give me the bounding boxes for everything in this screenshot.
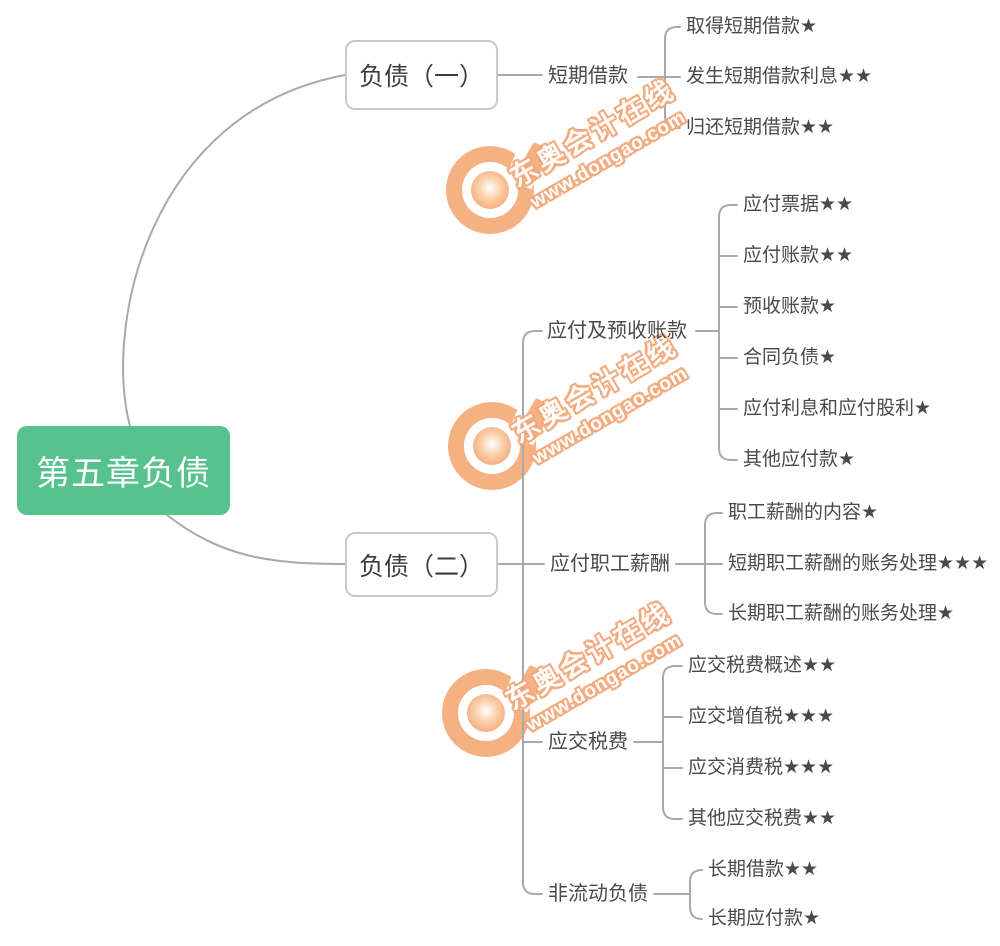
leaf-node[interactable]: 发生短期借款利息★★ [686,66,873,87]
leaf-node[interactable]: 应付账款★★ [743,245,854,266]
leaf-node[interactable]: 预收账款★ [743,296,837,317]
leaf-node[interactable]: 应交税费概述★★ [688,655,837,676]
leaf-node[interactable]: 长期应付款★ [708,908,821,929]
root-branch-curves [122,74,346,565]
branch-node-liabilities-2[interactable]: 负债（二） [345,532,498,597]
leaf-node[interactable]: 其他应交税费★★ [688,808,837,829]
leaf-node[interactable]: 其他应付款★ [743,449,856,470]
leaf-node[interactable]: 合同负债★ [743,347,837,368]
branch-node-liabilities-1[interactable]: 负债（一） [345,40,498,110]
branch2-connectors [497,204,738,920]
leaf-node[interactable]: 长期借款★★ [708,859,819,880]
leaf-node[interactable]: 短期职工薪酬的账务处理★★★ [728,553,989,574]
root-node-chapter5-liabilities[interactable]: 第五章负债 [17,426,230,515]
topic-payables-and-advances[interactable]: 应付及预收账款 [547,320,687,342]
topic-employee-compensation[interactable]: 应付职工薪酬 [550,553,670,575]
branch1-connectors [497,26,681,129]
dongao-logo-icon [446,141,553,234]
dongao-logo-icon [448,397,555,490]
leaf-node[interactable]: 应付利息和应付股利★ [743,398,932,419]
leaf-node[interactable]: 长期职工薪酬的账务处理★ [728,603,955,624]
leaf-node[interactable]: 取得短期借款★ [686,16,818,37]
dongao-logo-icon [442,664,549,757]
leaf-node[interactable]: 归还短期借款★★ [686,117,835,138]
leaf-node[interactable]: 应付票据★★ [743,194,854,215]
topic-taxes-payable[interactable]: 应交税费 [548,731,628,753]
topic-short-term-loans[interactable]: 短期借款 [548,65,628,87]
leaf-node[interactable]: 应交增值税★★★ [688,706,835,727]
leaf-node[interactable]: 职工薪酬的内容★ [728,502,879,523]
leaf-node[interactable]: 应交消费税★★★ [688,757,835,778]
topic-non-current-liabilities[interactable]: 非流动负债 [548,883,648,905]
